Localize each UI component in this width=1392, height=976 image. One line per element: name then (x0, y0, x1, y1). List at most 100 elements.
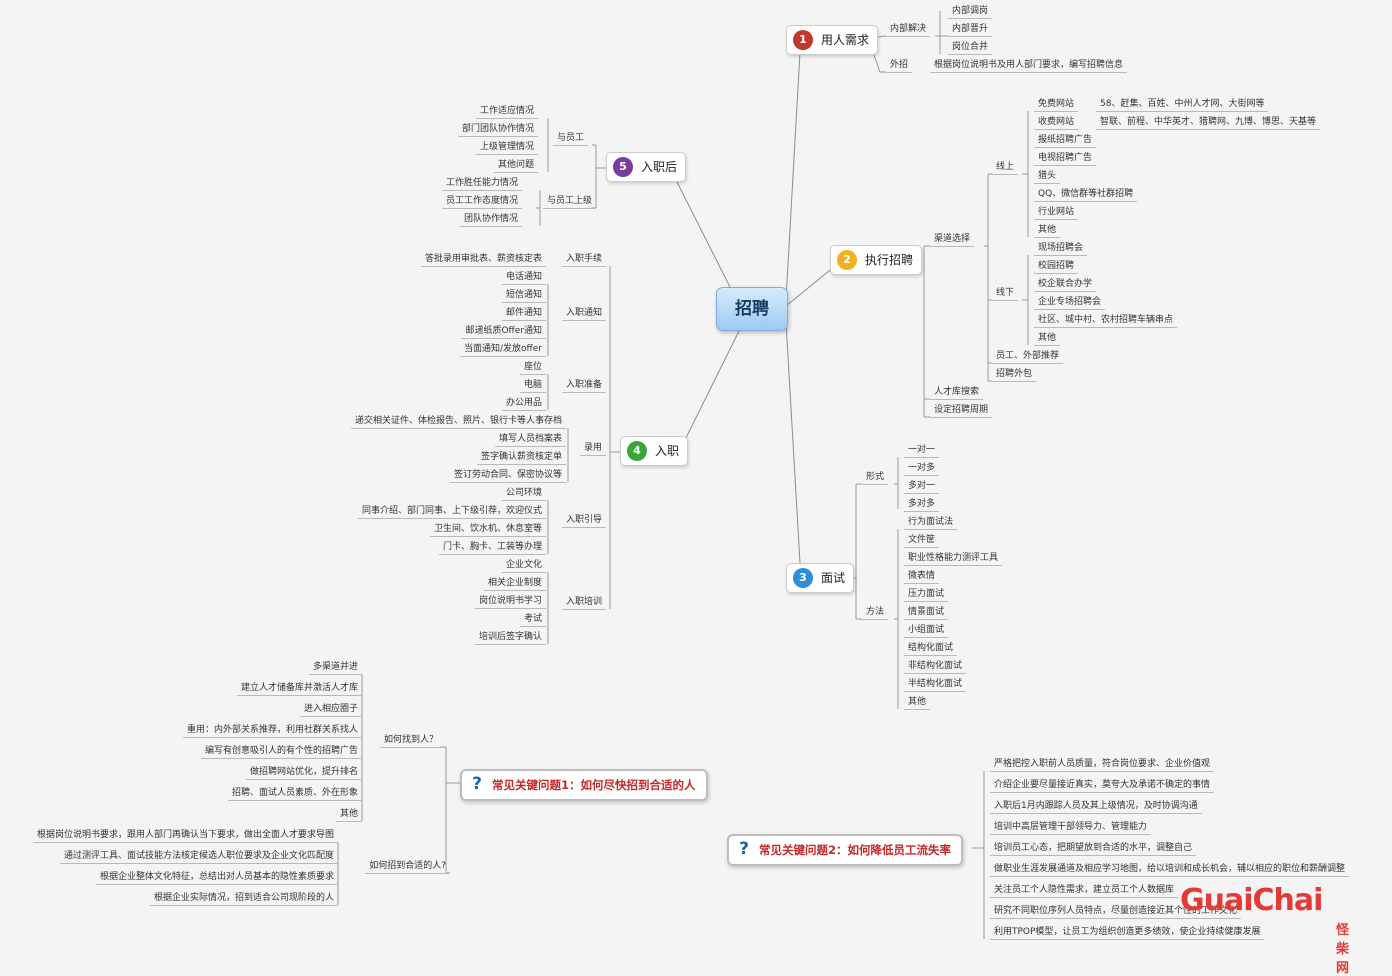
node-onboard-item[interactable]: 答批录用审批表、薪资核定表 (420, 253, 546, 267)
node-retention-item[interactable]: 入职后1月内跟踪人员及其上级情况，及时协调沟通 (990, 800, 1202, 814)
node-offline-item[interactable]: 社区、城中村、农村招聘车辆串点 (1034, 314, 1178, 328)
node-onboard-item[interactable]: 企业文化 (501, 559, 546, 573)
node-offline-item[interactable]: 校园招聘 (1034, 260, 1079, 274)
node-retention-item[interactable]: 研究不同职位序列人员特点，尽量创造接近其个性的工作文化 (990, 905, 1242, 919)
node-superior-item[interactable]: 工作胜任能力情况 (441, 177, 522, 191)
node-method-item[interactable]: 情景面试 (904, 606, 949, 620)
node-retention-item[interactable]: 严格把控入职前人员质量，符合岗位要求、企业价值观 (990, 758, 1215, 772)
node-online-note[interactable]: 58、赶集、百姓、中州人才网、大街网等 (1096, 98, 1269, 112)
node-onboard-item[interactable]: 公司环境 (501, 487, 546, 501)
node-offline[interactable]: 线下 (992, 287, 1019, 301)
node-form[interactable]: 形式 (862, 471, 889, 485)
question-1-box[interactable]: ? 常见关键问题1：如何尽快招到合适的人 (460, 769, 708, 801)
node-onboard-item[interactable]: 邮递纸质Offer通知 (461, 325, 546, 339)
node-method-item[interactable]: 其他 (904, 696, 931, 710)
node-method-item[interactable]: 结构化面试 (904, 642, 958, 656)
node-find-item[interactable]: 编写有创意吸引人的有个性的招聘广告 (200, 745, 362, 759)
node-fit-item[interactable]: 根据企业整体文化特征，总结出对人员基本的隐性素质要求 (95, 871, 338, 885)
node-cycle[interactable]: 设定招聘周期 (930, 404, 993, 418)
node-onboard-hire[interactable]: 录用 (579, 442, 606, 456)
node-internal[interactable]: 内部解决 (886, 23, 931, 37)
node-form-item[interactable]: 一对多 (904, 462, 940, 476)
node-online-item[interactable]: 收费网站 (1034, 116, 1079, 130)
branch-need[interactable]: 1 用人需求 (786, 25, 879, 55)
node-find-item[interactable]: 重用：内外部关系推荐，利用社群关系找人 (182, 724, 362, 738)
node-onboard-item[interactable]: 同事介绍、部门同事、上下级引荐，欢迎仪式 (357, 505, 546, 519)
node-online-item[interactable]: 其他 (1034, 224, 1061, 238)
node-method-item[interactable]: 压力面试 (904, 588, 949, 602)
node-online-item[interactable]: 行业网站 (1034, 206, 1079, 220)
node-onboard-guide[interactable]: 入职引导 (561, 514, 606, 528)
node-onboard-item[interactable]: 办公用品 (501, 397, 546, 411)
node-superior-item[interactable]: 团队协作情况 (459, 213, 522, 227)
node-referral[interactable]: 员工、外部推荐 (992, 350, 1064, 364)
node-online[interactable]: 线上 (992, 161, 1019, 175)
node-onboard-item[interactable]: 门卡、胸卡、工装等办理 (438, 541, 546, 555)
branch-execute[interactable]: 2 执行招聘 (830, 245, 923, 275)
node-how-fit[interactable]: 如何招到合适的人? (365, 860, 450, 874)
node-staff-item[interactable]: 上级管理情况 (475, 141, 538, 155)
node-onboard-item[interactable]: 填写人员档案表 (494, 433, 566, 447)
node-onboard-item[interactable]: 电话通知 (501, 271, 546, 285)
node-onboard-item[interactable]: 相关企业制度 (483, 577, 546, 591)
node-staff-item[interactable]: 工作适应情况 (475, 105, 538, 119)
node-find-item[interactable]: 招聘、面试人员素质、外在形象 (227, 787, 362, 801)
node-onboard-item[interactable]: 邮件通知 (501, 307, 546, 321)
node-online-note[interactable]: 智联、前程、中华英才、猎聘网、九博、博思、天基等 (1096, 116, 1321, 130)
node-external-note[interactable]: 根据岗位说明书及用人部门要求，编写招聘信息 (930, 59, 1128, 73)
node-online-item[interactable]: 免费网站 (1034, 98, 1079, 112)
node-offline-item[interactable]: 校企联合办学 (1034, 278, 1097, 292)
node-retention-item[interactable]: 介绍企业要尽量接近真实，莫夸大及承诺不确定的事情 (990, 779, 1215, 793)
node-onboard-item[interactable]: 签字确认薪资核定单 (476, 451, 566, 465)
node-retention-item[interactable]: 利用TPOP模型，让员工为组织创造更多绩效，使企业持续健康发展 (990, 926, 1265, 940)
node-onboard-item[interactable]: 签订劳动合同、保密协议等 (449, 469, 566, 483)
node-find-item[interactable]: 做招聘网站优化，提升排名 (245, 766, 362, 780)
node-method-item[interactable]: 职业性格能力测评工具 (904, 552, 1003, 566)
node-offline-item[interactable]: 企业专场招聘会 (1034, 296, 1106, 310)
node-onboard-item[interactable]: 递交相关证件、体检报告、照片、银行卡等人事存档 (350, 415, 566, 429)
node-online-item[interactable]: 猎头 (1034, 170, 1061, 184)
node-method-item[interactable]: 半结构化面试 (904, 678, 967, 692)
node-internal-item[interactable]: 岗位合并 (948, 41, 993, 55)
node-find-item[interactable]: 进入相应圈子 (299, 703, 362, 717)
node-retention-item[interactable]: 培训中高层管理干部领导力、管理能力 (990, 821, 1152, 835)
node-method-item[interactable]: 小组面试 (904, 624, 949, 638)
node-external[interactable]: 外招 (886, 59, 913, 73)
node-onboard-training[interactable]: 入职培训 (561, 596, 606, 610)
node-fit-item[interactable]: 根据企业实际情况，招到适合公司现阶段的人 (149, 892, 338, 906)
node-staff-item[interactable]: 部门团队协作情况 (457, 123, 538, 137)
node-fit-item[interactable]: 通过测评工具、面试技能方法核定候选人职位要求及企业文化匹配度 (59, 850, 338, 864)
node-how-find[interactable]: 如何找到人？ (379, 734, 442, 748)
node-onboard-procedure[interactable]: 入职手续 (561, 253, 606, 267)
node-onboard-item[interactable]: 短信通知 (501, 289, 546, 303)
node-offline-item[interactable]: 现场招聘会 (1034, 242, 1088, 256)
node-internal-item[interactable]: 内部调岗 (948, 5, 993, 19)
node-superior-item[interactable]: 员工工作态度情况 (441, 195, 522, 209)
node-onboard-item[interactable]: 卫生间、饮水机、休息室等 (429, 523, 546, 537)
center-node[interactable]: 招聘 (716, 287, 788, 331)
node-online-item[interactable]: QQ、微信群等社群招聘 (1034, 188, 1138, 202)
node-onboard-prep[interactable]: 入职准备 (561, 379, 606, 393)
node-find-item[interactable]: 建立人才储备库并激活人才库 (236, 682, 362, 696)
node-onboard-notice[interactable]: 入职通知 (561, 307, 606, 321)
node-onboard-item[interactable]: 当面通知/发放offer (460, 343, 546, 357)
node-offline-item[interactable]: 其他 (1034, 332, 1061, 346)
node-retention-item[interactable]: 培训员工心态，把期望放到合适的水平，调整自己 (990, 842, 1197, 856)
node-method-item[interactable]: 文件筐 (904, 534, 940, 548)
branch-onboard[interactable]: 4 入职 (620, 436, 689, 466)
node-online-item[interactable]: 报纸招聘广告 (1034, 134, 1097, 148)
node-retention-item[interactable]: 关注员工个人隐性需求，建立员工个人数据库 (990, 884, 1179, 898)
node-fit-item[interactable]: 根据岗位说明书要求，跟用人部门再确认当下要求，做出全面人才要求导图 (32, 829, 338, 843)
node-online-item[interactable]: 电视招聘广告 (1034, 152, 1097, 166)
node-onboard-item[interactable]: 岗位说明书学习 (474, 595, 546, 609)
node-method-item[interactable]: 行为面试法 (904, 516, 958, 530)
node-talent-search[interactable]: 人才库搜索 (930, 386, 984, 400)
node-internal-item[interactable]: 内部晋升 (948, 23, 993, 37)
node-onboard-item[interactable]: 座位 (519, 361, 546, 375)
node-form-item[interactable]: 一对一 (904, 444, 940, 458)
node-find-item[interactable]: 其他 (335, 808, 362, 822)
node-method-item[interactable]: 微表情 (904, 570, 940, 584)
node-onboard-item[interactable]: 培训后签字确认 (474, 631, 546, 645)
node-method[interactable]: 方法 (862, 606, 889, 620)
node-with-staff[interactable]: 与员工 (552, 132, 588, 146)
